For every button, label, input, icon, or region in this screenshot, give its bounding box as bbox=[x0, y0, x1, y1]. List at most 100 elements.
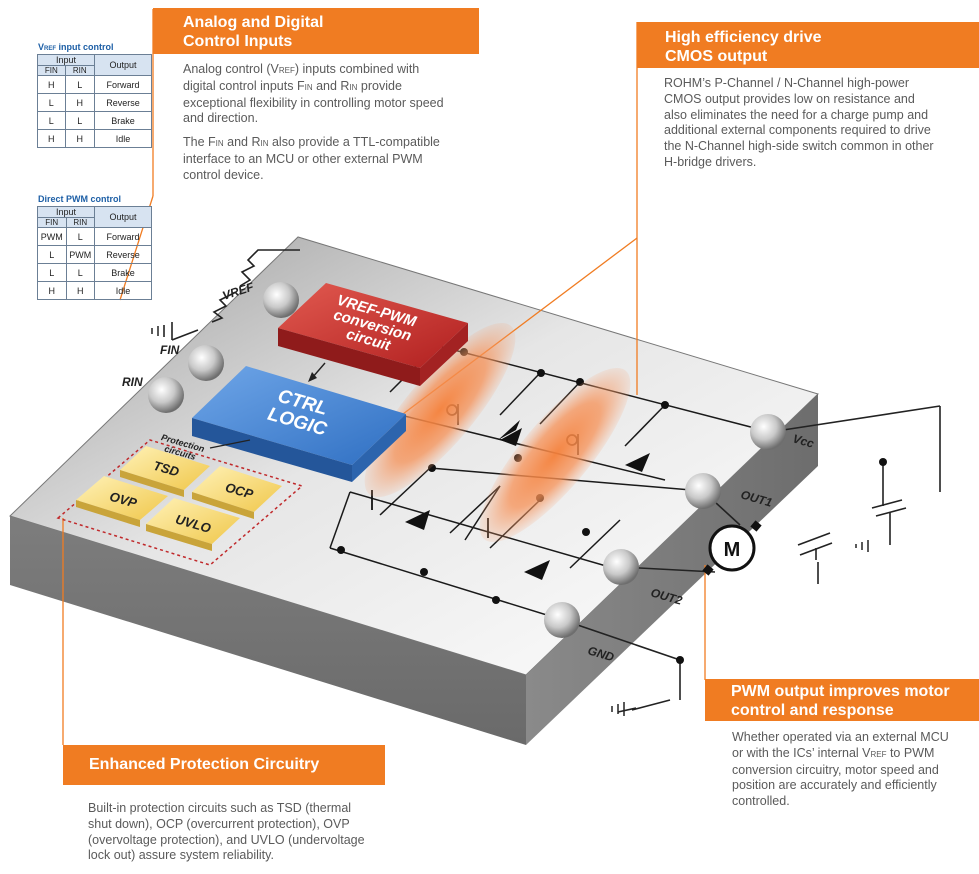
cell: L bbox=[37, 93, 66, 112]
t: and R bbox=[223, 135, 261, 150]
tsd-label: TSD bbox=[152, 458, 182, 480]
pwm-head-fin: FIN bbox=[37, 217, 67, 228]
protection-title: Enhanced Protection Circuitry bbox=[89, 756, 320, 773]
cell: Reverse bbox=[94, 245, 152, 264]
t: The F bbox=[183, 135, 216, 150]
rin-pin bbox=[148, 377, 184, 413]
t: lock out) assure system reliability. bbox=[88, 848, 274, 863]
cell: L bbox=[64, 111, 96, 130]
cmos-output-callout-title: High efficiency drive CMOS output bbox=[637, 22, 979, 68]
protection-text: Built-in protection circuits such as TSD… bbox=[88, 801, 383, 864]
cell: L bbox=[37, 263, 67, 282]
t: digital control inputs F bbox=[183, 78, 305, 93]
ovp-label: OVP bbox=[108, 489, 139, 511]
cmos-output-text: ROHM’s P-Channel / N-Channel high-power … bbox=[664, 76, 969, 171]
t: controlled. bbox=[732, 794, 790, 809]
t: IN bbox=[260, 139, 269, 149]
vref-title-a: V bbox=[38, 42, 45, 52]
t: (overvoltage protection), and UVLO (unde… bbox=[88, 832, 365, 847]
t: Whether operated via an external MCU bbox=[732, 730, 949, 744]
cell: H bbox=[37, 75, 66, 94]
cell: Brake bbox=[94, 111, 152, 130]
t: interface to an MCU or other external PW… bbox=[183, 151, 423, 166]
glow-right bbox=[479, 367, 631, 543]
motor-label: M bbox=[724, 539, 741, 561]
vref-head-output: Output bbox=[94, 54, 152, 76]
analog-title-line1: Analog and Digital bbox=[183, 14, 324, 31]
t: H-bridge drivers. bbox=[664, 154, 757, 169]
vref-head-rin: RIN bbox=[64, 65, 96, 76]
cell: Forward bbox=[94, 227, 152, 246]
vref-pwm-conversion-block: VREF-PWM conversion circuit bbox=[278, 283, 468, 386]
cell: Idle bbox=[94, 129, 152, 148]
t: IN bbox=[349, 82, 358, 92]
cell: L bbox=[37, 245, 67, 264]
pwm-title-line1: PWM output improves motor bbox=[731, 683, 950, 700]
t: position are accurately and efficiently bbox=[732, 778, 937, 793]
t: Analog control (V bbox=[183, 62, 279, 76]
vref-title-sub: REF bbox=[44, 46, 57, 52]
t: provide bbox=[357, 78, 402, 93]
t: to PWM bbox=[886, 745, 935, 760]
ground-symbols bbox=[151, 326, 869, 716]
t: REF bbox=[278, 66, 295, 75]
pwm-head-output: Output bbox=[94, 206, 152, 228]
protection-circuits-group: Protection circuits TSD OCP OVP UVLO bbox=[56, 432, 304, 566]
cmos-title-line2: CMOS output bbox=[665, 48, 768, 65]
fin-pin bbox=[188, 345, 224, 381]
vref-table-title: VREF input control bbox=[38, 42, 114, 52]
rin-pin-label: RIN bbox=[122, 375, 143, 389]
t: CMOS output provides low on resistance a… bbox=[664, 91, 915, 106]
out1-pin bbox=[685, 473, 721, 509]
cell: L bbox=[37, 111, 66, 130]
motor-symbol: M bbox=[702, 520, 762, 576]
protection-callout-title: Enhanced Protection Circuitry bbox=[63, 745, 385, 785]
pwm-head-input: Input bbox=[37, 206, 95, 218]
cell: L bbox=[65, 263, 95, 282]
ctrl-logic-block: CTRL LOGIC bbox=[192, 366, 406, 482]
analog-control-callout-title: Analog and Digital Control Inputs bbox=[153, 8, 479, 54]
vcc-pin-label: Vcc bbox=[791, 431, 816, 450]
t: the N-Channel high-side switch common in… bbox=[664, 139, 934, 154]
cell: H bbox=[37, 281, 67, 300]
analog-title-line2: Control Inputs bbox=[183, 33, 293, 50]
vref-head-input: Input bbox=[37, 54, 95, 66]
t: conversion circuitry, motor speed and bbox=[732, 762, 939, 777]
cell: H bbox=[64, 129, 96, 148]
pwm-output-text: Whether operated via an external MCU or … bbox=[732, 730, 977, 810]
vref-head-fin: FIN bbox=[37, 65, 66, 76]
t: and R bbox=[312, 78, 350, 93]
cell: Brake bbox=[94, 263, 152, 282]
t: or with the ICs’ internal V bbox=[732, 745, 871, 760]
pwm-title-line2: control and response bbox=[731, 702, 894, 719]
t: also eliminates the need for a charge pu… bbox=[664, 107, 929, 122]
t: IN bbox=[215, 139, 224, 149]
t: control device. bbox=[183, 167, 264, 182]
t: shut down), OCP (overcurrent protection)… bbox=[88, 816, 350, 831]
gnd-pin bbox=[544, 602, 580, 638]
pwm-head-rin: RIN bbox=[65, 217, 95, 228]
glow-left bbox=[364, 322, 516, 498]
vref-pin bbox=[263, 282, 299, 318]
cell: L bbox=[64, 75, 96, 94]
cell: H bbox=[37, 129, 66, 148]
arrowhead bbox=[308, 372, 317, 382]
t: and direction. bbox=[183, 111, 259, 126]
t: Built-in protection circuits such as TSD… bbox=[88, 801, 352, 815]
analog-para2: The FIN and RIN also provide a TTL-compa… bbox=[183, 135, 473, 183]
vref-title-b: input control bbox=[56, 42, 114, 52]
cell: L bbox=[65, 227, 95, 246]
cell: H bbox=[65, 281, 95, 300]
t: exceptional flexibility in controlling m… bbox=[183, 95, 444, 110]
t: ) inputs combined with bbox=[294, 62, 420, 76]
cell: H bbox=[64, 93, 96, 112]
